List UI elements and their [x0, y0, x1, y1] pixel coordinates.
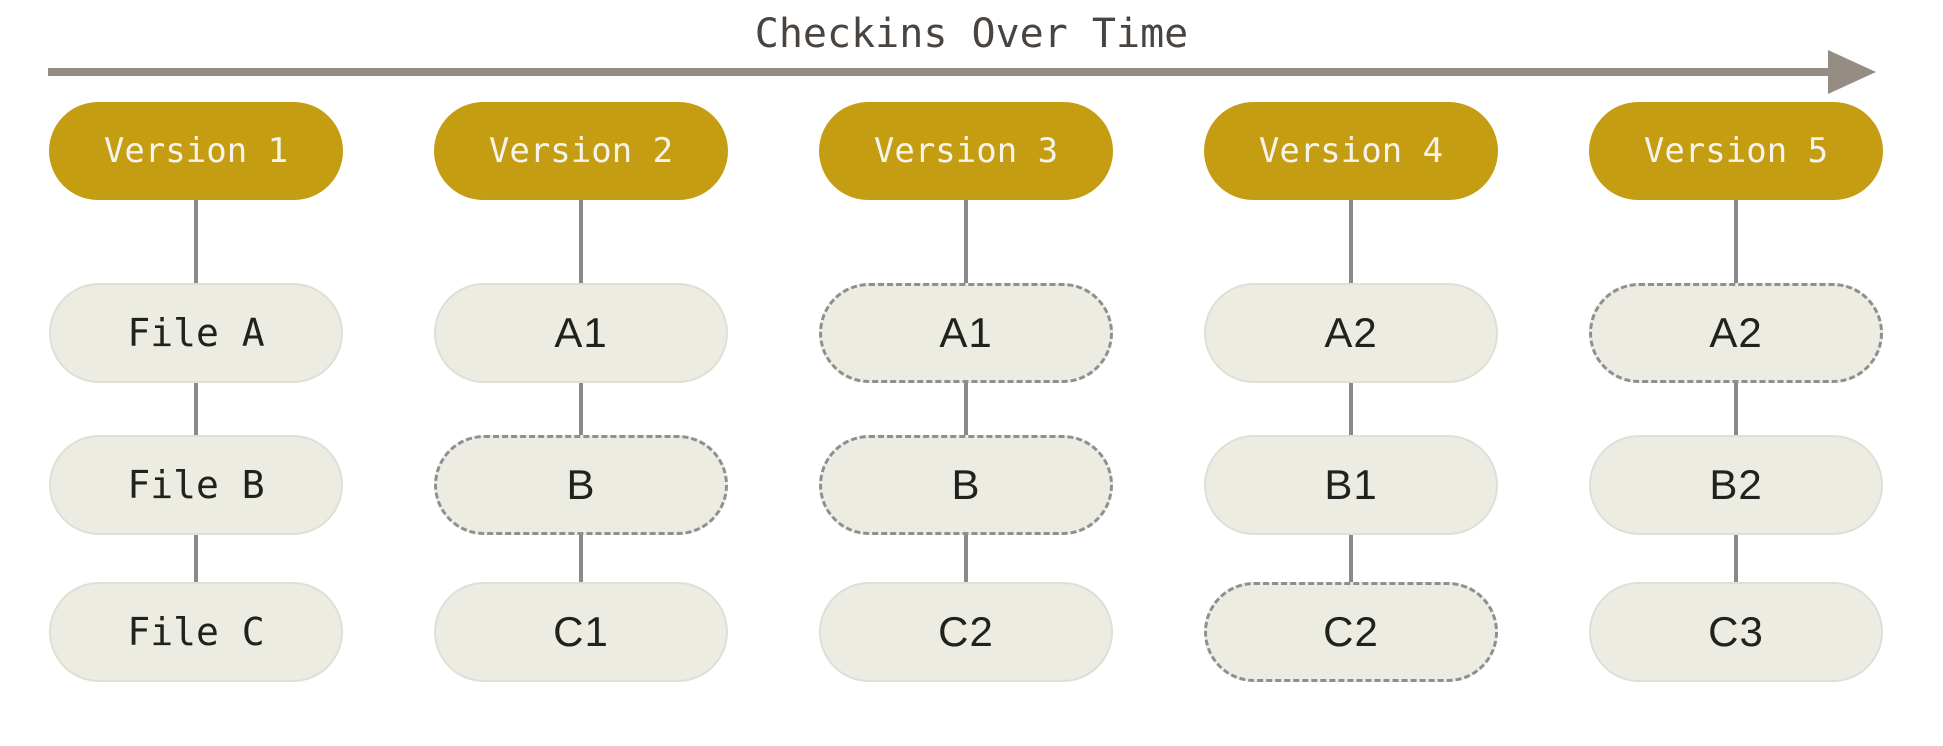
version-pill: Version 4: [1204, 102, 1498, 200]
version-pill: Version 1: [49, 102, 343, 200]
right-arrow-icon: [1828, 50, 1876, 94]
versions-container: Version 1 File A File B File C Version 2…: [49, 102, 1883, 682]
file-node: A2: [1204, 283, 1498, 383]
connector-line: [1734, 383, 1738, 435]
version-column-3: Version 3 A1 B C2: [819, 102, 1113, 682]
connector-line: [964, 200, 968, 283]
file-node: File B: [49, 435, 343, 535]
version-column-1: Version 1 File A File B File C: [49, 102, 343, 682]
connector-line: [579, 383, 583, 435]
connector-line: [1349, 535, 1353, 582]
version-column-2: Version 2 A1 B C1: [434, 102, 728, 682]
file-node: C2: [1204, 582, 1498, 682]
version-column-5: Version 5 A2 B2 C3: [1589, 102, 1883, 682]
connector-line: [194, 383, 198, 435]
file-node: B2: [1589, 435, 1883, 535]
version-pill: Version 2: [434, 102, 728, 200]
connector-line: [194, 200, 198, 283]
connector-line: [964, 383, 968, 435]
connector-line: [964, 535, 968, 582]
connector-line: [1734, 200, 1738, 283]
connector-line: [1349, 200, 1353, 283]
diagram-title: Checkins Over Time: [754, 11, 1189, 57]
connector-line: [579, 200, 583, 283]
file-node: A1: [819, 283, 1113, 383]
file-node: B1: [1204, 435, 1498, 535]
connector-line: [579, 535, 583, 582]
file-node: File C: [49, 582, 343, 682]
version-column-4: Version 4 A2 B1 C2: [1204, 102, 1498, 682]
version-pill: Version 3: [819, 102, 1113, 200]
file-node: C2: [819, 582, 1113, 682]
connector-line: [1734, 535, 1738, 582]
file-node: B: [819, 435, 1113, 535]
connector-line: [1349, 383, 1353, 435]
file-node: C3: [1589, 582, 1883, 682]
file-node: A1: [434, 283, 728, 383]
file-node: File A: [49, 283, 343, 383]
connector-line: [194, 535, 198, 582]
version-pill: Version 5: [1589, 102, 1883, 200]
time-axis-arrow-shaft: [48, 68, 1830, 76]
file-node: C1: [434, 582, 728, 682]
file-node: B: [434, 435, 728, 535]
file-node: A2: [1589, 283, 1883, 383]
